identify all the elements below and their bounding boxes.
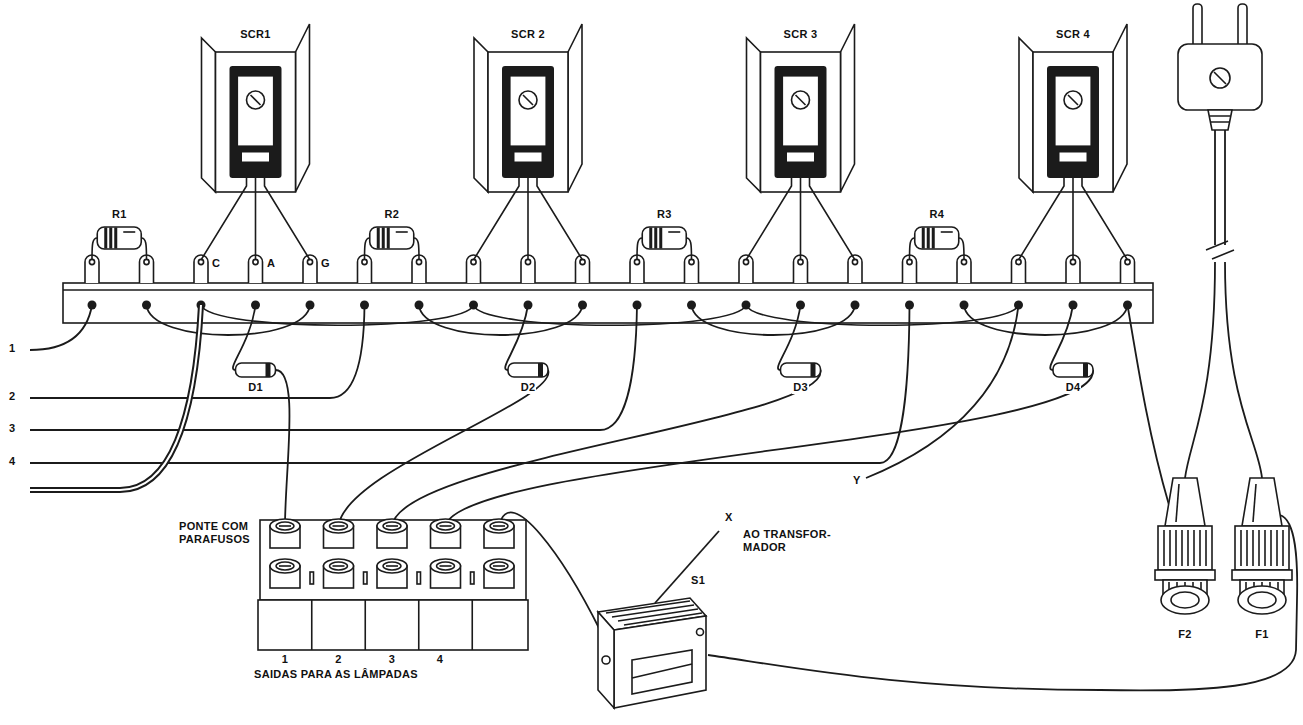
output-number: 1 <box>281 653 289 666</box>
component-label: F2 <box>1177 628 1192 641</box>
component-label: SCR 3 <box>783 28 819 41</box>
pin-label: A <box>266 257 276 270</box>
component-label: SCR 2 <box>510 28 546 41</box>
scr-on-heatsink <box>201 24 1128 260</box>
wire-label: Y <box>852 474 862 487</box>
power-cord <box>1185 130 1262 478</box>
component-label: SCR1 <box>239 28 272 41</box>
component-label: D3 <box>792 381 809 394</box>
pin-label: G <box>320 257 331 270</box>
component-label: S1 <box>690 574 706 587</box>
output-number: 2 <box>334 653 342 666</box>
pin-label: C <box>211 257 221 270</box>
wire-number: 1 <box>8 342 16 355</box>
rocker-switch <box>598 598 706 708</box>
component-label: D2 <box>520 381 537 394</box>
output-note: SAIDAS PARA AS LÂMPADAS <box>253 668 419 681</box>
component-label: R3 <box>656 208 673 221</box>
mains-plug <box>1178 4 1262 130</box>
wire-note: AO TRANSFOR- MADOR <box>742 528 840 554</box>
screw-terminal-block <box>258 519 528 650</box>
wire-number: 2 <box>8 390 16 403</box>
component-label: F1 <box>1254 628 1269 641</box>
component-label: SCR 4 <box>1055 28 1091 41</box>
wire-number: 4 <box>8 455 16 468</box>
component-note: PONTE COM PARAFUSOS <box>178 520 256 546</box>
wire-label: X <box>724 511 734 524</box>
component-label: D4 <box>1065 381 1082 394</box>
solder-lugs <box>85 255 1135 283</box>
output-number: 4 <box>436 653 444 666</box>
component-label: R1 <box>111 208 128 221</box>
wire-number: 3 <box>8 422 16 435</box>
component-label: D1 <box>247 381 264 394</box>
fuse-holder <box>1155 478 1292 614</box>
diode-symbol <box>236 363 1094 377</box>
output-number: 3 <box>388 653 396 666</box>
component-label: R4 <box>928 208 945 221</box>
component-label: R2 <box>383 208 400 221</box>
